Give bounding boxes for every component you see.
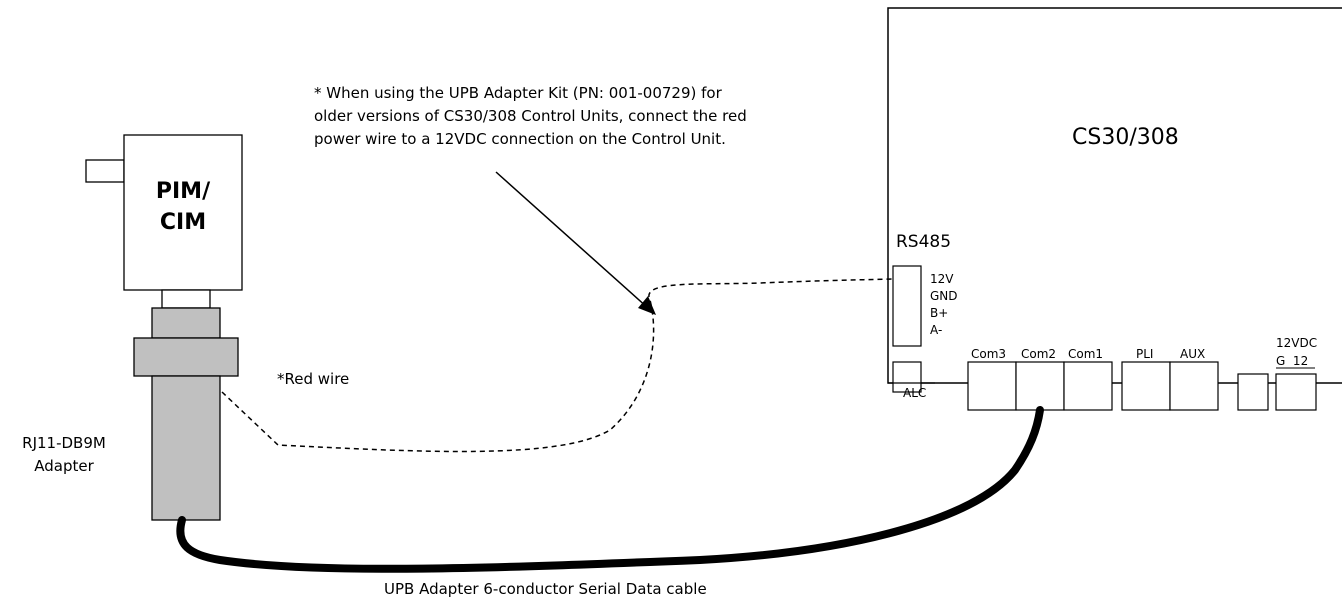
com3-port [967, 361, 1017, 411]
aux-label: AUX [1180, 347, 1205, 361]
pli-label: PLI [1136, 347, 1153, 361]
pim-label-line1: PIM/ [156, 179, 211, 204]
com2-port [1015, 361, 1065, 411]
com1-port [1063, 361, 1113, 411]
small-connector [1237, 373, 1269, 411]
pim-plug [85, 159, 125, 183]
pin-a-minus: A- [930, 323, 942, 337]
note-line-3: power wire to a 12VDC connection on the … [314, 130, 726, 148]
pin-b-plus: B+ [930, 306, 948, 320]
control-unit-title: CS30/308 [1072, 125, 1179, 150]
com3-label: Com3 [971, 347, 1006, 361]
cable-label: UPB Adapter 6-conductor Serial Data cabl… [384, 580, 707, 598]
rs485-terminal-block [892, 265, 922, 347]
com1-label: Com1 [1068, 347, 1103, 361]
pli-port [1121, 361, 1171, 411]
adapter-body [151, 375, 221, 521]
pin-12v: 12V [930, 272, 954, 286]
adapter-label-line1: RJ11-DB9M [22, 434, 106, 452]
power-pins-label: G 12 [1276, 354, 1308, 368]
pim-neck [161, 289, 211, 309]
control-unit-box [887, 7, 1342, 384]
note-line-2: older versions of CS30/308 Control Units… [314, 107, 747, 125]
pin-gnd: GND [930, 289, 958, 303]
arrowhead-icon [638, 296, 656, 315]
adapter-body-top [151, 307, 221, 339]
red-wire-label: *Red wire [277, 370, 349, 388]
red-wire [221, 278, 894, 453]
power-12vdc-connector [1275, 373, 1317, 411]
aux-port [1169, 361, 1219, 411]
com2-label: Com2 [1021, 347, 1056, 361]
serial-data-cable [176, 406, 1044, 573]
alc-connector [892, 361, 922, 393]
pim-cim-box [123, 134, 243, 291]
rs485-label: RS485 [896, 232, 951, 252]
adapter-label-line2: Adapter [34, 457, 94, 475]
note-line-1: * When using the UPB Adapter Kit (PN: 00… [314, 84, 723, 102]
power-label: 12VDC [1276, 336, 1317, 350]
alc-label: ALC [903, 386, 926, 400]
pim-label-line2: CIM [160, 210, 206, 235]
note-arrow [495, 171, 649, 309]
adapter-collar [133, 337, 239, 377]
